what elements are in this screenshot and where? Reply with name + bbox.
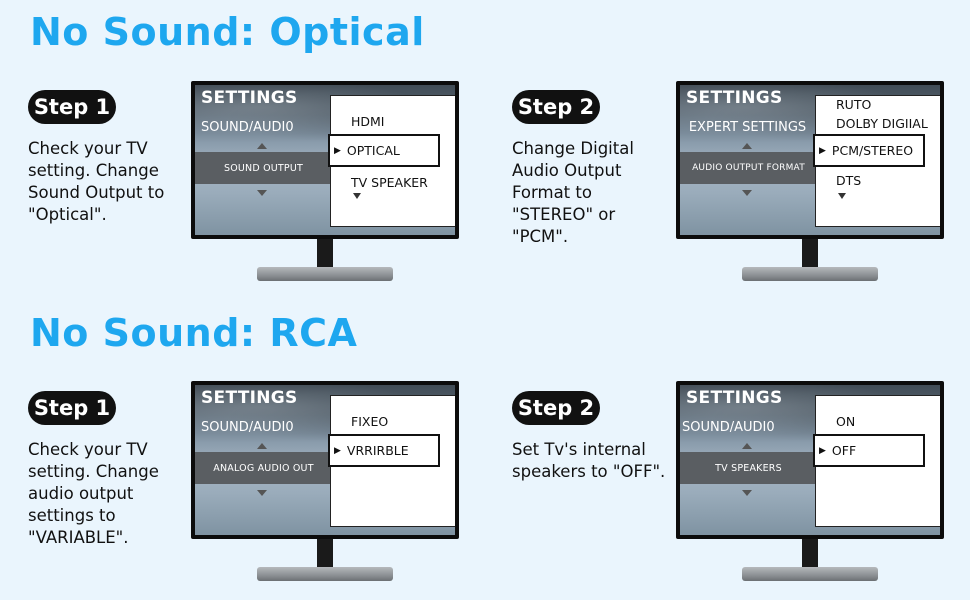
- section-title-rca: No Sound: RCA: [30, 311, 358, 355]
- tv-monitor-1: SETTINGS SOUND/AUDI0 SOUND OUTPUT HDMI ▶…: [191, 81, 459, 286]
- down-arrow-icon: [742, 490, 752, 496]
- menu-option-selected: ▶ OFF: [813, 434, 925, 467]
- menu-option: ON: [836, 414, 856, 429]
- up-arrow-icon: [257, 443, 267, 449]
- down-arrow-icon: [257, 490, 267, 496]
- up-arrow-icon: [257, 143, 267, 149]
- screen-title: SETTINGS: [201, 88, 298, 108]
- up-arrow-icon: [742, 143, 752, 149]
- menu-option: FIXEO: [351, 414, 389, 429]
- selected-setting: ANALOG AUDIO OUT: [195, 452, 332, 484]
- monitor-stand: [742, 267, 878, 281]
- selected-setting: AUDIO OUTPUT FORMAT: [680, 152, 817, 184]
- step-text-optical-2: Change Digital Audio Output Format to "S…: [512, 139, 634, 246]
- options-menu: HDMI ▶ OPTICAL TV SPEAKER: [328, 95, 455, 227]
- menu-option-selected: ▶ VRRIRBLE: [328, 434, 440, 467]
- down-arrow-icon: [353, 193, 361, 199]
- pointer-icon: ▶: [819, 445, 826, 456]
- step-badge-optical-2: Step 2: [512, 90, 600, 124]
- screen-category: SOUND/AUDI0: [201, 120, 294, 135]
- menu-option: DOLBY DIGIIAL: [836, 116, 928, 131]
- pointer-icon: ▶: [334, 145, 341, 156]
- up-arrow-icon: [742, 443, 752, 449]
- step-badge-rca-1: Step 1: [28, 391, 116, 425]
- section-title-optical: No Sound: Optical: [30, 10, 425, 54]
- pointer-icon: ▶: [819, 145, 826, 156]
- menu-option: RUTO: [836, 97, 872, 112]
- selected-setting: TV SPEAKERS: [680, 452, 817, 484]
- monitor-stand: [257, 267, 393, 281]
- monitor-stand: [742, 567, 878, 581]
- tv-monitor-4: SETTINGS SOUND/AUDI0 TV SPEAKERS ON ▶ OF…: [676, 381, 944, 586]
- screen-category: SOUND/AUDI0: [682, 420, 775, 435]
- step-badge-rca-2: Step 2: [512, 391, 600, 425]
- selected-setting: SOUND OUTPUT: [195, 152, 332, 184]
- step-text-rca-1: Check your TV setting. Change audio outp…: [28, 440, 159, 547]
- menu-option-selected: ▶ PCM/STEREO: [813, 134, 925, 167]
- screen-category: EXPERT SETTINGS: [688, 120, 807, 135]
- down-arrow-icon: [742, 190, 752, 196]
- monitor-stand: [257, 567, 393, 581]
- options-menu: RUTO DOLBY DIGIIAL ▶ PCM/STEREO DTS: [813, 95, 940, 227]
- menu-option: HDMI: [351, 114, 385, 129]
- step-badge-optical-1: Step 1: [28, 90, 116, 124]
- menu-option: TV SPEAKER: [351, 175, 428, 190]
- pointer-icon: ▶: [334, 445, 341, 456]
- screen-title: SETTINGS: [201, 388, 298, 408]
- step-text-optical-1: Check your TV setting. Change Sound Outp…: [28, 139, 165, 224]
- screen-title: SETTINGS: [686, 388, 783, 408]
- options-menu: FIXEO ▶ VRRIRBLE: [328, 395, 455, 527]
- menu-option-selected: ▶ OPTICAL: [328, 134, 440, 167]
- screen-category: SOUND/AUDI0: [201, 420, 294, 435]
- menu-option: DTS: [836, 173, 862, 188]
- screen-title: SETTINGS: [686, 88, 783, 108]
- tv-monitor-2: SETTINGS EXPERT SETTINGS AUDIO OUTPUT FO…: [676, 81, 944, 286]
- step-text-rca-2: Set Tv's internal speakers to "OFF".: [512, 440, 666, 481]
- tv-monitor-3: SETTINGS SOUND/AUDI0 ANALOG AUDIO OUT FI…: [191, 381, 459, 586]
- down-arrow-icon: [838, 193, 846, 199]
- options-menu: ON ▶ OFF: [813, 395, 940, 527]
- down-arrow-icon: [257, 190, 267, 196]
